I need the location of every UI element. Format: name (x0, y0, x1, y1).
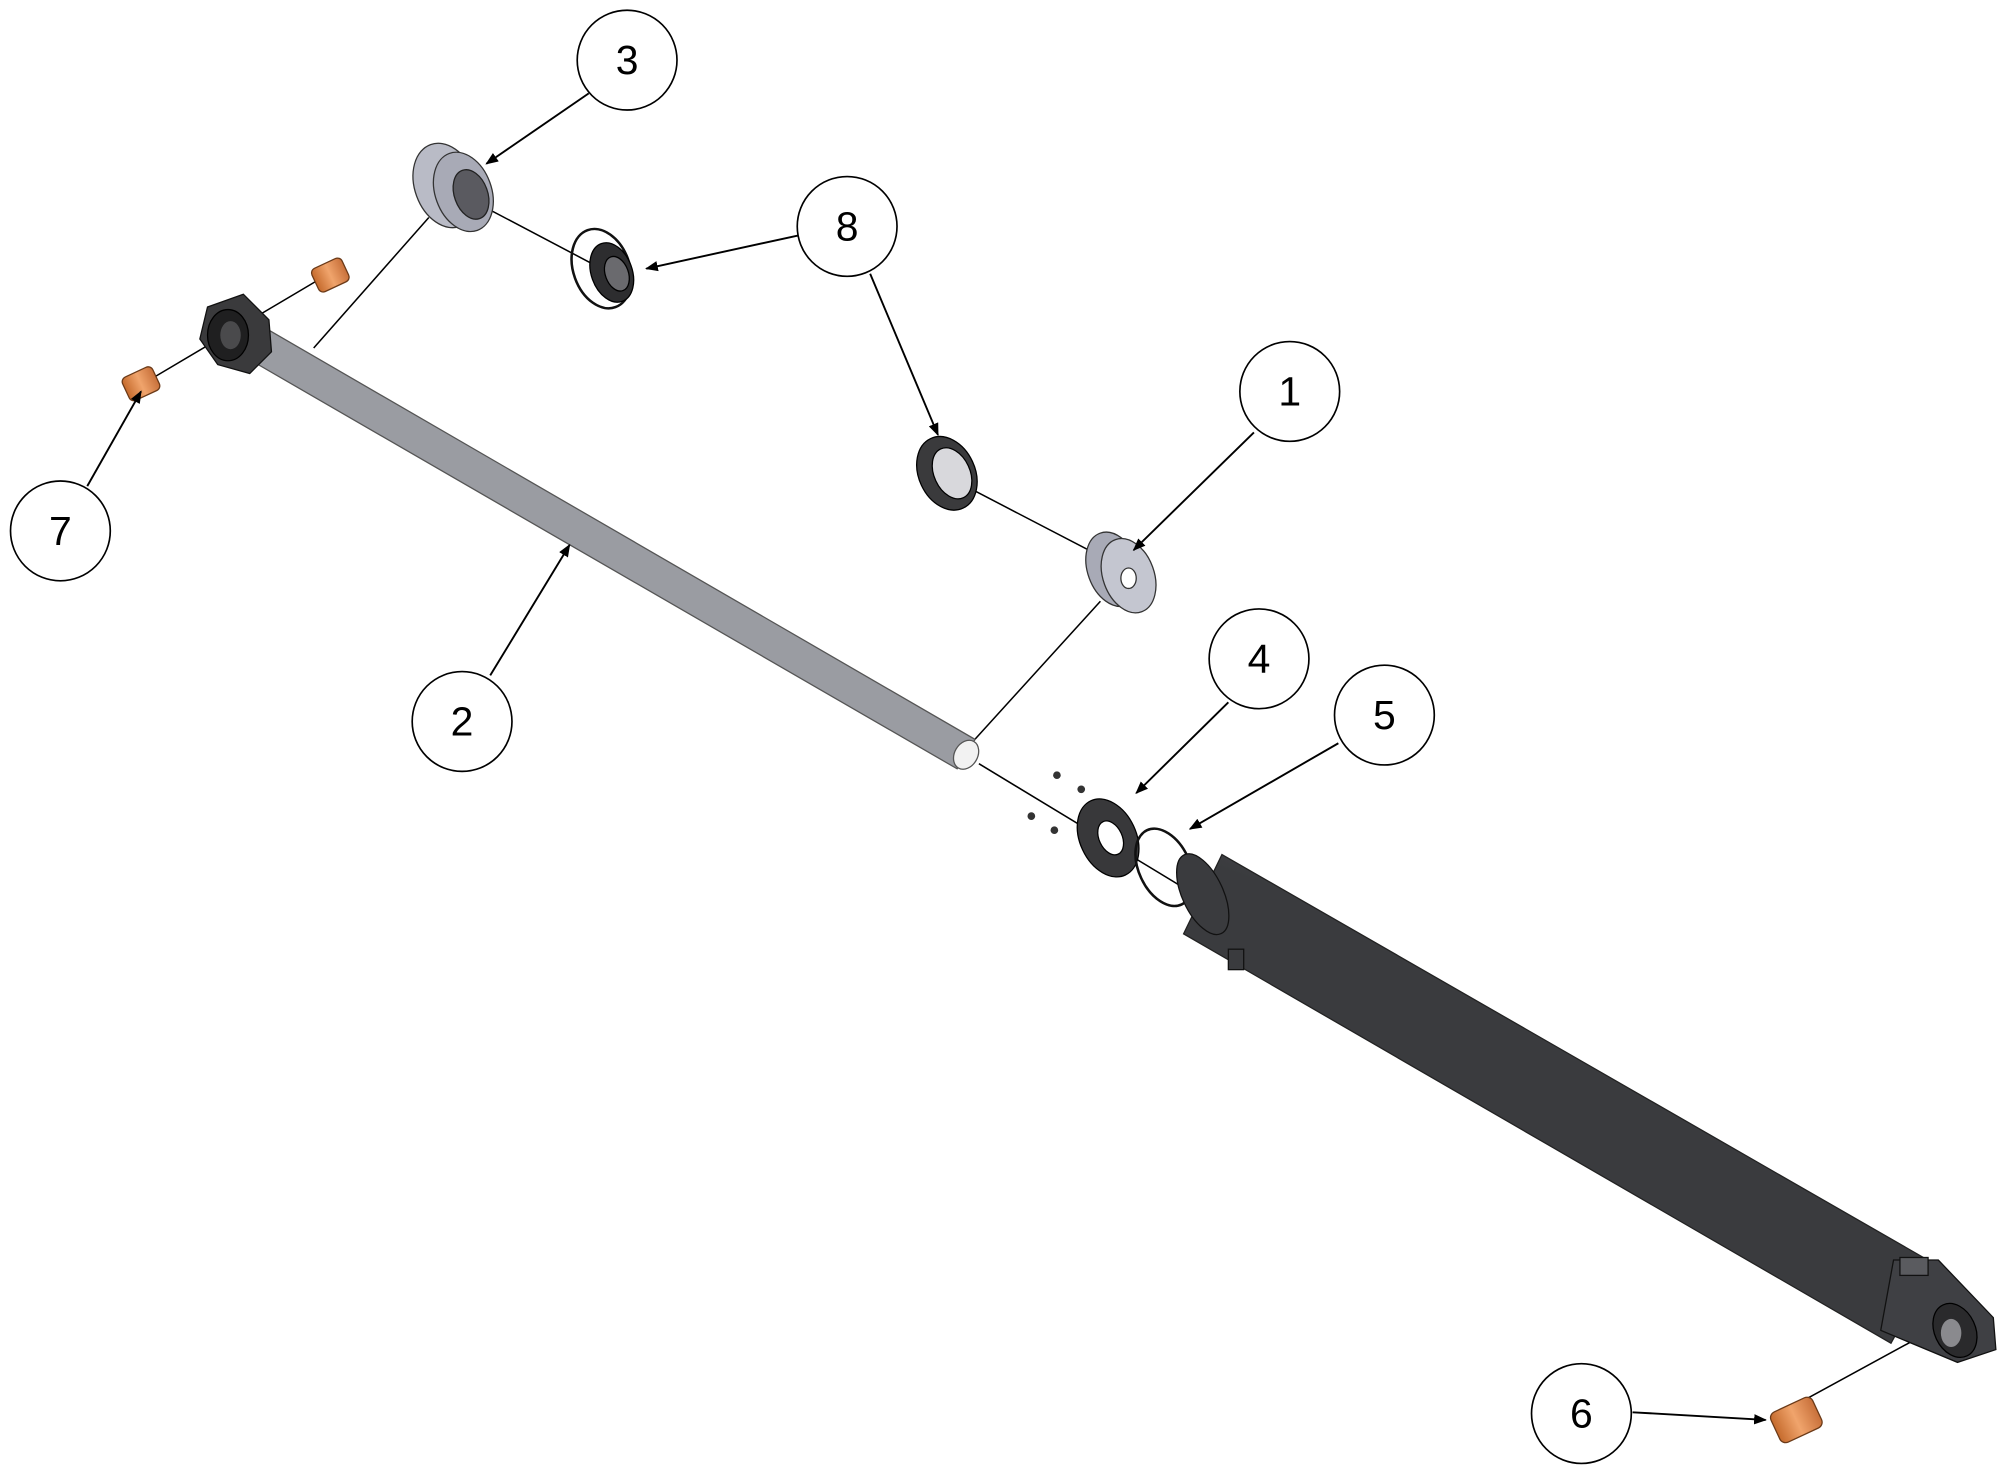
balloon-label: 1 (1278, 368, 1301, 414)
balloon-label: 6 (1570, 1391, 1593, 1437)
balloon-5: 5 (1333, 664, 1436, 766)
balloon-label: 7 (49, 508, 72, 554)
balloon-label: 4 (1248, 636, 1271, 682)
barrel-clevis (1880, 1256, 1997, 1364)
leader-7 (86, 390, 142, 487)
leader-6 (1632, 1411, 1767, 1425)
leader-2 (489, 543, 571, 676)
seal-kit-8-upper (570, 227, 635, 310)
balloon-6: 6 (1530, 1362, 1633, 1465)
balloon-label: 3 (616, 37, 639, 83)
balloon-4: 4 (1208, 608, 1310, 710)
seal-8-lower (916, 435, 978, 511)
leader-8b (869, 273, 939, 437)
assembly-axis-lines (153, 203, 1933, 1408)
balloon-8: 8 (796, 175, 898, 278)
balloon-label: 5 (1373, 692, 1396, 738)
leader-5 (1188, 742, 1339, 830)
piston-rod (199, 293, 980, 770)
rod-eye (199, 293, 273, 375)
leader-3 (485, 92, 590, 165)
balloon-label: 2 (451, 698, 474, 744)
leader-8a (645, 234, 799, 272)
bushing-6 (1769, 1396, 1823, 1444)
leader-lines (86, 92, 1767, 1425)
cylinder-barrel (1176, 853, 1997, 1364)
bushing-7a (121, 366, 161, 402)
balloon-3: 3 (576, 9, 678, 111)
balloon-label: 8 (836, 203, 859, 249)
leader-4 (1135, 701, 1230, 795)
piston-1 (1085, 531, 1157, 614)
balloon-1: 1 (1239, 340, 1341, 443)
flange-4 (1076, 798, 1140, 878)
piston-3 (412, 142, 494, 233)
balloon-7: 7 (9, 480, 112, 582)
bushing-7b (310, 257, 350, 293)
leader-1 (1132, 431, 1255, 551)
balloon-2: 2 (411, 670, 513, 773)
screws (1027, 771, 1086, 835)
